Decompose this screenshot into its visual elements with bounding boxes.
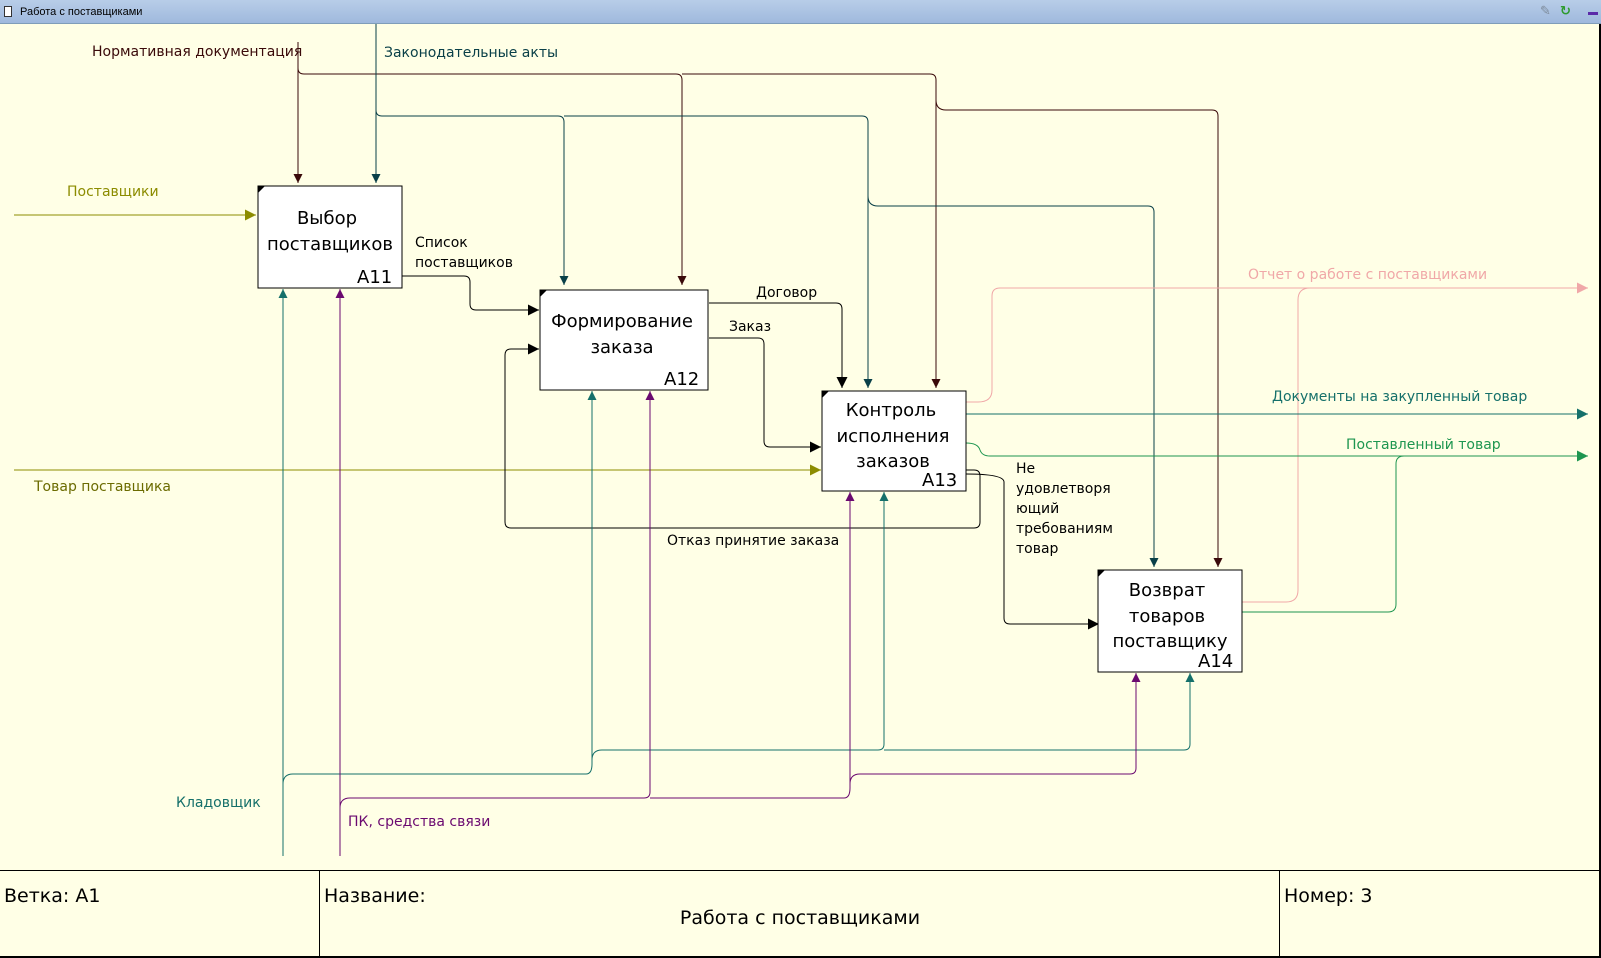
footer-name-cell: Название: Работа с поставщиками <box>320 871 1280 957</box>
document-icon <box>4 6 12 17</box>
arrow-storekeeper-to-a13[interactable] <box>591 492 889 761</box>
arrow-normative-to-a12[interactable] <box>297 67 687 285</box>
label-delivered-goods: Поставленный товар <box>1346 437 1501 453</box>
arrow-storekeeper-to-a14[interactable] <box>884 673 1195 751</box>
window-title: Работа с поставщиками <box>20 6 143 18</box>
arrow-delivered-a14[interactable] <box>1236 455 1405 613</box>
label-non-compliant-line-1: Не <box>1016 461 1035 477</box>
arrow-normative-to-a13[interactable] <box>682 73 941 388</box>
label-supplier-list-line-2: поставщиков <box>415 255 513 271</box>
box-a11-title-line-1: Выбор <box>297 208 357 229</box>
label-report: Отчет о работе с поставщиками <box>1248 267 1487 283</box>
arrow-normative-to-a14[interactable] <box>935 99 1223 567</box>
title-bar: Работа с поставщиками ✎ ↻ <box>0 0 1601 24</box>
box-a12-number: A12 <box>664 369 699 390</box>
diagram-canvas: Выбор поставщиков A11 Формирование заказ… <box>0 24 1601 870</box>
diagram-footer: Ветка: A1 Название: Работа с поставщикам… <box>0 870 1601 958</box>
arrows <box>14 24 1588 856</box>
label-supplier-goods: Товар поставщика <box>33 479 171 495</box>
box-a13-title-line-3: заказов <box>856 451 930 472</box>
diagram-name: Работа с поставщиками <box>679 907 921 929</box>
arrow-labels: Нормативная документация Законодательные… <box>33 44 1527 830</box>
arrow-report-a13[interactable] <box>966 282 1588 403</box>
minimize-icon[interactable] <box>1588 12 1598 15</box>
label-storekeeper: Кладовщик <box>176 795 261 811</box>
box-a12[interactable]: Формирование заказа A12 <box>539 289 709 391</box>
label-non-compliant-line-5: товар <box>1016 541 1059 557</box>
branch-caption: Ветка: A1 <box>4 885 101 907</box>
pin-icon[interactable]: ✎ <box>1540 4 1551 19</box>
label-supplier-list-line-1: Список <box>415 235 468 251</box>
arrow-pc-to-a13[interactable] <box>650 492 855 799</box>
arrow-pc-to-a14[interactable] <box>849 673 1141 785</box>
box-a11-number: A11 <box>357 267 392 288</box>
box-a11[interactable]: Выбор поставщиков A11 <box>257 185 403 289</box>
box-a12-title-line-1: Формирование <box>551 311 693 332</box>
box-a14-title-line-1: Возврат <box>1129 580 1205 601</box>
label-pc-comm: ПК, средства связи <box>348 814 490 830</box>
idef0-diagram: Выбор поставщиков A11 Формирование заказ… <box>14 24 1588 856</box>
arrow-report-a14[interactable] <box>1236 287 1311 603</box>
arrow-delivered-a13[interactable] <box>965 442 1588 462</box>
box-a13[interactable]: Контроль исполнения заказов A13 <box>821 390 967 492</box>
box-a13-number: A13 <box>922 470 957 491</box>
name-caption: Название: <box>324 885 426 907</box>
number-caption: Номер: 3 <box>1284 885 1373 907</box>
box-a14-title-line-3: поставщику <box>1113 631 1228 652</box>
label-refusal: Отказ принятие заказа <box>667 533 839 549</box>
label-non-compliant-line-4: требованиям <box>1016 521 1113 537</box>
arrow-legal-to-a13[interactable] <box>564 115 873 388</box>
label-non-compliant-line-3: ющий <box>1016 501 1059 517</box>
box-a13-title-line-1: Контроль <box>846 400 937 421</box>
arrow-legal-to-a12[interactable] <box>375 109 569 285</box>
label-suppliers: Поставщики <box>67 184 159 200</box>
footer-branch-cell: Ветка: A1 <box>0 871 320 957</box>
arrow-order[interactable] <box>709 337 821 453</box>
arrow-contract[interactable] <box>709 302 848 388</box>
arrow-pc-to-a12[interactable] <box>339 391 655 809</box>
arrow-legal-to-a14[interactable] <box>867 195 1159 567</box>
box-a14[interactable]: Возврат товаров поставщику A14 <box>1097 569 1243 673</box>
label-normative-docs: Нормативная документация <box>92 44 302 60</box>
arrow-supplier-list[interactable] <box>402 275 539 316</box>
arrow-non-compliant[interactable] <box>965 473 1099 630</box>
box-a13-title-line-2: исполнения <box>836 426 949 447</box>
box-a11-title-line-2: поставщиков <box>267 234 393 255</box>
arrow-storekeeper-to-a12[interactable] <box>282 391 597 785</box>
label-legal-acts: Законодательные акты <box>384 45 558 61</box>
label-order: Заказ <box>729 319 771 335</box>
box-a14-number: A14 <box>1198 651 1233 672</box>
box-a12-title-line-2: заказа <box>590 337 653 358</box>
refresh-icon[interactable]: ↻ <box>1560 4 1571 19</box>
box-a14-title-line-2: товаров <box>1129 606 1205 627</box>
label-contract: Договор <box>756 285 817 301</box>
footer-number-cell: Номер: 3 <box>1280 871 1599 957</box>
arrow-refusal[interactable] <box>504 343 981 529</box>
label-purchase-docs: Документы на закупленный товар <box>1272 389 1527 405</box>
label-non-compliant-line-2: удовлетворя <box>1016 481 1111 497</box>
